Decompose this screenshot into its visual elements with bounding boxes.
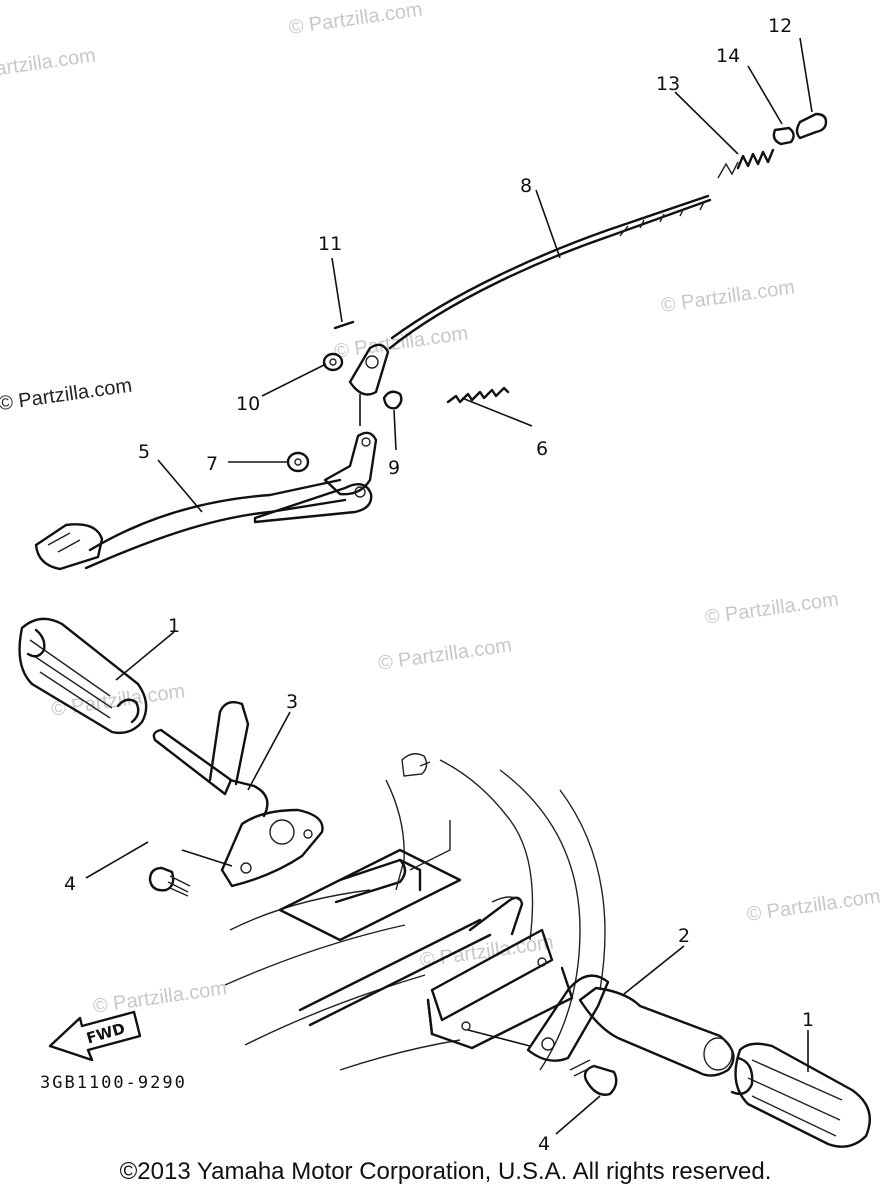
callout-4-right: 4 (538, 1133, 550, 1155)
watermark: © Partzilla.com (745, 885, 882, 926)
part-14-sleeve (772, 126, 795, 146)
watermark: © Partzilla.com (660, 276, 797, 317)
callout-7: 7 (206, 453, 218, 475)
watermark: © Partzilla.com (333, 322, 470, 363)
leader-lines (85, 37, 813, 1135)
callout-9: 9 (388, 457, 400, 479)
callouts: 12 14 13 8 11 10 9 6 7 5 1 3 4 2 1 4 (64, 15, 814, 1155)
watermark: © Partzilla.com (704, 588, 841, 629)
frame (224, 753, 606, 1071)
part-11-cotter-pin (333, 320, 355, 330)
callout-12: 12 (768, 15, 792, 37)
watermark: © Partzilla.com (377, 634, 514, 675)
part-7-washer (286, 451, 310, 473)
part-12-cable-end (795, 112, 828, 140)
watermark: © Partzilla.com (0, 44, 97, 85)
part-2-footrest-right (526, 974, 735, 1077)
callout-4-left: 4 (64, 873, 76, 895)
callout-8: 8 (520, 175, 532, 197)
watermarks: © Partzilla.com © Partzilla.com © Partzi… (0, 0, 882, 1018)
part-8-brake-rod (388, 194, 712, 350)
fwd-arrow: FWD (48, 1010, 142, 1062)
part-1-footrest-rubber-left (18, 617, 148, 735)
callout-2: 2 (678, 925, 690, 947)
copyright-notice: ©2013 Yamaha Motor Corporation, U.S.A. A… (119, 1158, 772, 1185)
callout-14: 14 (716, 45, 740, 67)
part-9-pin (382, 390, 403, 410)
part-3-footrest-left (152, 701, 324, 888)
diagram-code: 3GB1100-9290 (40, 1073, 187, 1093)
watermark: © Partzilla.com (92, 977, 229, 1018)
callout-1-right: 1 (802, 1009, 814, 1031)
watermark: © Partzilla.com (50, 680, 187, 721)
callout-1-left: 1 (168, 615, 180, 637)
callout-10: 10 (236, 393, 260, 415)
callout-3: 3 (286, 691, 298, 713)
watermark: © Partzilla.com (287, 0, 424, 39)
part-13-spring (717, 148, 775, 179)
callout-11: 11 (318, 233, 342, 255)
part-6-return-spring (446, 386, 510, 404)
part-1-footrest-rubber-right (730, 1042, 871, 1148)
callout-5: 5 (138, 441, 150, 463)
part-4-bolt-left (148, 866, 191, 897)
part-5-brake-pedal (34, 431, 378, 571)
part-10-washer (322, 352, 344, 372)
callout-13: 13 (656, 73, 680, 95)
callout-6: 6 (536, 438, 548, 460)
rod-joint (348, 343, 390, 396)
watermark-dark: © Partzilla.com (0, 375, 133, 416)
part-4-bolt-right (569, 1059, 618, 1096)
